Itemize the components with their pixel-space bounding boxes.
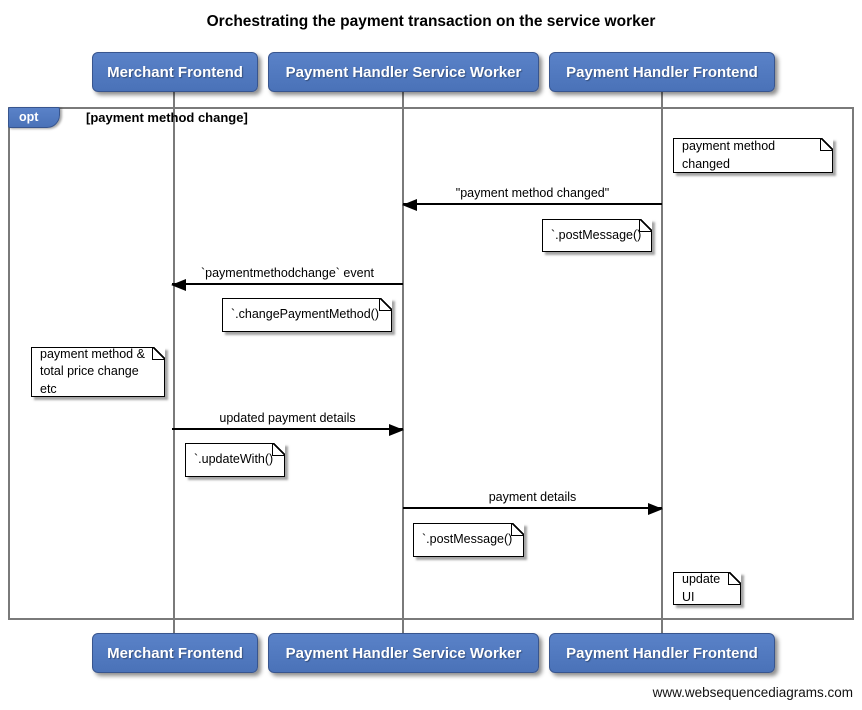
message-line [403,503,663,515]
folded-corner-icon [152,347,165,360]
lifeline-merchant-frontend [173,91,175,634]
note-changepaymentmethod: `.changePaymentMethod()` [222,298,392,332]
opt-fragment-frame: opt [payment method change] [8,107,854,620]
arrowhead-left-icon [402,199,417,211]
message-updated-payment-details: updated payment details [172,411,404,436]
actor-label: Merchant Frontend [107,63,243,81]
note-text: payment method & total price change etc [40,346,145,396]
actor-label: Payment Handler Service Worker [285,63,522,81]
message-paymentmethodchange-event: `paymentmethodchange` event [171,266,403,291]
message-label: `paymentmethodchange` event [200,266,375,280]
note-payment-method-total-price: payment method & total price change etc [31,347,165,397]
note-text: `.changePaymentMethod()` [231,307,384,322]
note-postmessage-1: `.postMessage()` [542,219,652,252]
message-line [402,199,662,211]
message-payment-details: payment details [403,490,663,515]
note-text: update UI [682,572,721,604]
actor-bottom-payment-handler-service-worker: Payment Handler Service Worker [268,633,539,673]
arrowhead-left-icon [171,279,186,291]
message-line [172,424,404,436]
folded-corner-icon [639,219,652,232]
actor-bottom-merchant-frontend: Merchant Frontend [92,633,258,673]
actor-top-merchant-frontend: Merchant Frontend [92,52,258,92]
diagram-title: Orchestrating the payment transaction on… [206,13,656,30]
opt-operator-tab: opt [8,107,60,128]
lifeline-payment-handler-service-worker [402,91,404,634]
opt-condition-label: [payment method change] [86,110,248,125]
actor-top-payment-handler-service-worker: Payment Handler Service Worker [268,52,539,92]
note-text: `.updateWith()` [194,452,278,467]
folded-corner-icon [511,523,524,536]
actor-top-payment-handler-frontend: Payment Handler Frontend [549,52,775,92]
note-text: `.postMessage()` [422,532,517,547]
arrowhead-right-icon [648,503,663,515]
message-payment-method-changed: "payment method changed" [402,186,662,211]
lifeline-payment-handler-frontend [661,91,663,634]
note-update-ui: update UI [673,572,741,605]
folded-corner-icon [379,298,392,311]
folded-corner-icon [272,443,285,456]
folded-corner-icon [728,572,741,585]
note-text: `.postMessage()` [551,227,646,242]
message-label: updated payment details [219,411,356,425]
actor-label: Payment Handler Frontend [566,644,758,662]
message-label: "payment method changed" [455,186,610,200]
actor-label: Payment Handler Frontend [566,63,758,81]
message-line [171,279,403,291]
actor-bottom-payment-handler-frontend: Payment Handler Frontend [549,633,775,673]
message-label: payment details [488,490,577,504]
note-text: payment method changed [682,139,776,171]
websequencediagrams-watermark: www.websequencediagrams.com [652,685,853,700]
folded-corner-icon [820,138,833,151]
note-payment-method-changed: payment method changed [673,138,833,173]
note-postmessage-2: `.postMessage()` [413,523,524,557]
arrowhead-right-icon [389,424,404,436]
note-updatewith: `.updateWith()` [185,443,285,477]
actor-label: Merchant Frontend [107,644,243,662]
actor-label: Payment Handler Service Worker [285,644,522,662]
